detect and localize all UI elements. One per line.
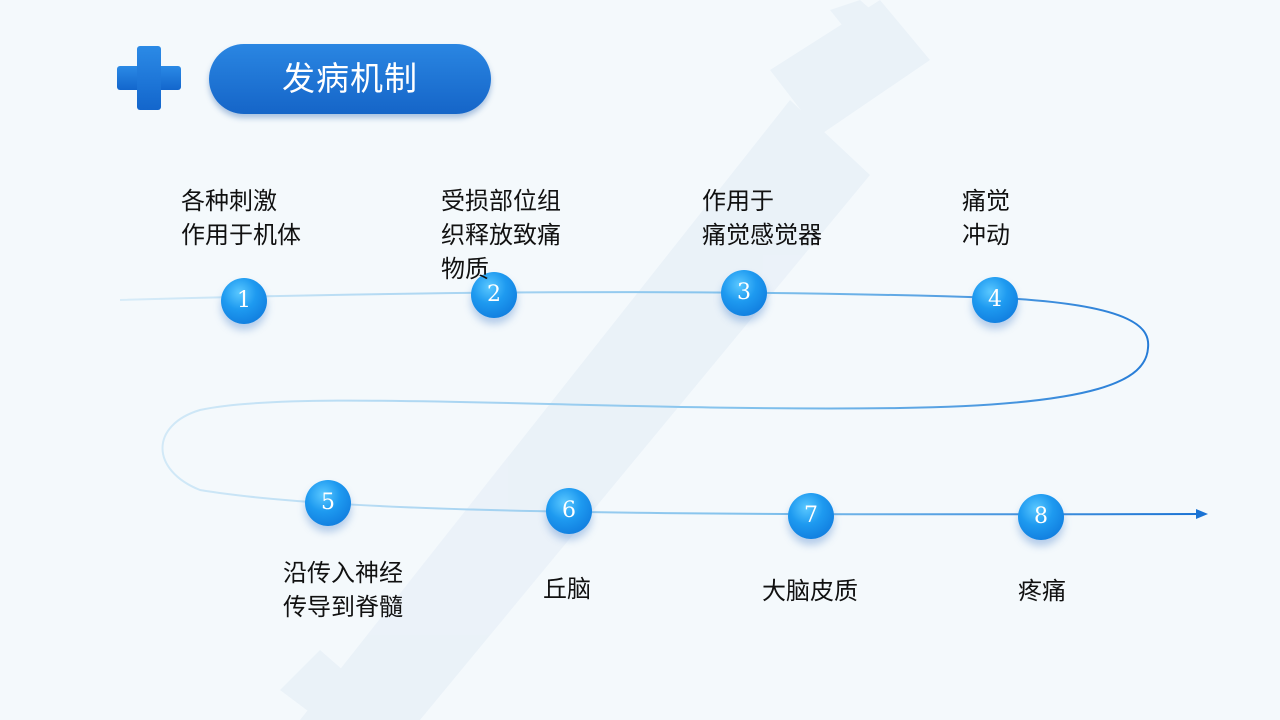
step-node-8: 8: [1018, 494, 1064, 540]
step-label-line: 疼痛: [1018, 577, 1066, 605]
step-number: 2: [487, 282, 501, 307]
step-label-4: 痛觉 冲动: [962, 184, 1010, 252]
step-node-2: 2: [471, 272, 517, 318]
syringe-watermark-icon: [280, 0, 930, 720]
step-number: 5: [321, 490, 335, 515]
step-label-line: 沿传入神经: [283, 559, 403, 587]
step-label-line: 物质: [441, 255, 489, 283]
step-node-3: 3: [721, 270, 767, 316]
step-number: 1: [237, 288, 251, 313]
step-label-5: 沿传入神经 传导到脊髓: [283, 556, 403, 624]
step-label-line: 传导到脊髓: [283, 593, 403, 621]
step-label-line: 织释放致痛: [441, 221, 561, 249]
step-label-line: 作用于机体: [181, 221, 301, 249]
step-number: 6: [562, 498, 576, 523]
medical-cross-icon-vertical: [137, 46, 161, 110]
step-node-5: 5: [305, 480, 351, 526]
step-number: 3: [737, 280, 751, 305]
step-label-6: 丘脑: [543, 572, 591, 606]
step-label-1: 各种刺激 作用于机体: [181, 184, 301, 252]
step-label-3: 作用于 痛觉感觉器: [702, 184, 822, 252]
flow-path-line: [119, 291, 1201, 516]
step-label-line: 大脑皮质: [762, 577, 858, 605]
arrow-head-icon: [1196, 509, 1208, 519]
step-label-8: 疼痛: [1018, 574, 1066, 608]
step-label-line: 各种刺激: [181, 187, 277, 215]
step-node-7: 7: [788, 493, 834, 539]
step-label-line: 痛觉: [962, 187, 1010, 215]
step-node-1: 1: [221, 278, 267, 324]
step-number: 4: [988, 287, 1002, 312]
step-label-line: 痛觉感觉器: [702, 221, 822, 249]
step-node-4: 4: [972, 277, 1018, 323]
page-title: 发病机制: [209, 44, 491, 114]
step-label-line: 丘脑: [543, 575, 591, 603]
step-node-6: 6: [546, 488, 592, 534]
step-label-line: 受损部位组: [441, 187, 561, 215]
step-label-7: 大脑皮质: [762, 574, 858, 608]
step-number: 8: [1034, 504, 1048, 529]
step-label-line: 冲动: [962, 221, 1010, 249]
step-label-line: 作用于: [702, 187, 774, 215]
step-label-2: 受损部位组 织释放致痛 物质: [441, 184, 561, 286]
step-number: 7: [804, 503, 818, 528]
